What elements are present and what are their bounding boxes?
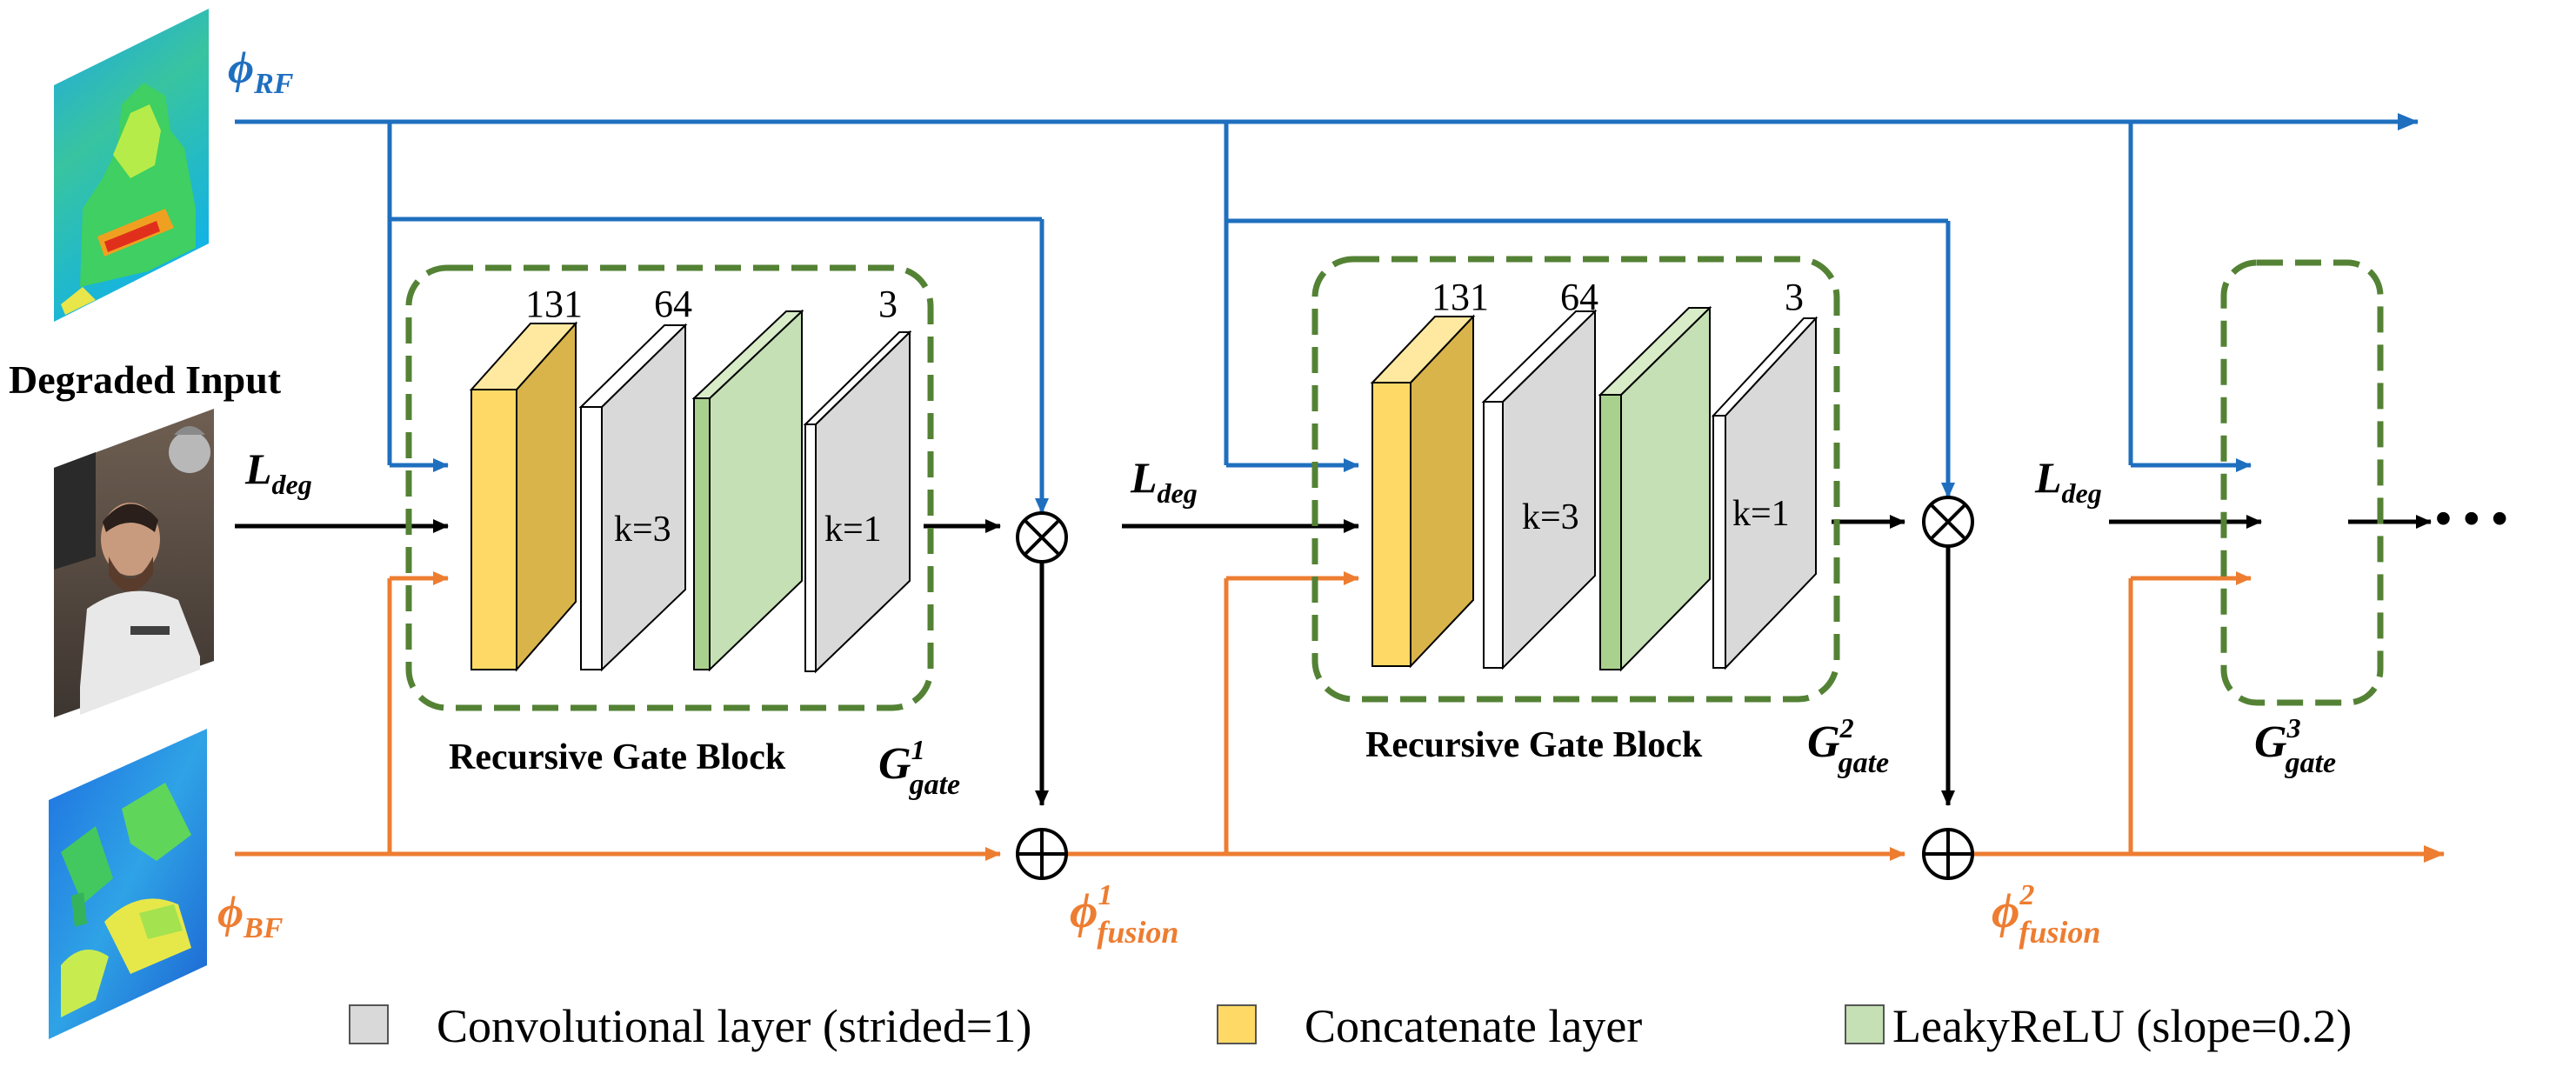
phi-rf-label: ϕRF	[228, 43, 294, 100]
kernel-label-1b: k=1	[824, 510, 882, 550]
block-caption-1: Recursive Gate Block	[449, 737, 786, 777]
channel-label-2b: 64	[1560, 276, 1598, 318]
rf-heatmap-icon	[54, 9, 209, 322]
l-deg-path	[235, 515, 2432, 806]
conv-layer-1a	[578, 323, 688, 672]
channel-label-1a: 131	[525, 283, 583, 325]
gate-block-1-border	[405, 264, 934, 711]
conv-layer-1b	[803, 330, 912, 674]
block-caption-2: Recursive Gate Block	[1365, 725, 1703, 765]
l-deg-label-3: Ldeg	[2034, 453, 2102, 509]
kernel-label-2b: k=1	[1732, 494, 1790, 534]
channel-label-2c: 3	[1785, 276, 1804, 318]
channel-label-1b: 64	[654, 283, 692, 325]
add-op-icon-1	[1016, 828, 1068, 880]
multiply-op-icon-1	[1016, 511, 1068, 564]
kernel-label-2a: k=3	[1522, 497, 1579, 537]
legend: Convolutional layer (strided=1) Concaten…	[349, 1000, 2352, 1052]
phi-bf-label: ϕBF	[217, 888, 284, 944]
legend-swatch-conv	[349, 1004, 389, 1044]
concat-layer-1	[469, 321, 578, 672]
l-deg-label-1: Ldeg	[244, 444, 312, 500]
degraded-input-photo-icon	[54, 409, 214, 717]
gate-block-3-border	[2220, 259, 2384, 706]
l-deg-label-2: Ldeg	[1130, 453, 1198, 509]
phi-rf-path	[235, 113, 2419, 514]
add-op-icon-2	[1922, 828, 1974, 880]
legend-label-leaky: LeakyReLU (slope=0.2)	[1892, 1000, 2352, 1052]
legend-label-concat: Concatenate layer	[1305, 1000, 1642, 1052]
degraded-input-label: Degraded Input	[9, 357, 282, 402]
conv-layer-2b	[1711, 316, 1819, 670]
gate-block-2-border	[1311, 256, 1840, 703]
ellipsis: • • •	[2435, 492, 2508, 544]
multiply-op-icon-2	[1922, 496, 1974, 548]
legend-swatch-leaky	[1845, 1004, 1885, 1044]
legend-swatch-concat	[1217, 1004, 1257, 1044]
conv-layer-2a	[1481, 309, 1598, 670]
phi-bf-path	[235, 571, 2445, 863]
leaky-layer-2	[1598, 305, 1712, 672]
bf-heatmap-icon	[49, 729, 207, 1039]
kernel-label-1a: k=3	[614, 510, 671, 550]
channel-label-2a: 131	[1431, 276, 1489, 318]
leaky-layer-1	[691, 309, 804, 672]
legend-label-conv: Convolutional layer (strided=1)	[437, 1000, 1031, 1052]
concat-layer-2	[1370, 314, 1476, 669]
channel-label-1c: 3	[878, 283, 898, 325]
